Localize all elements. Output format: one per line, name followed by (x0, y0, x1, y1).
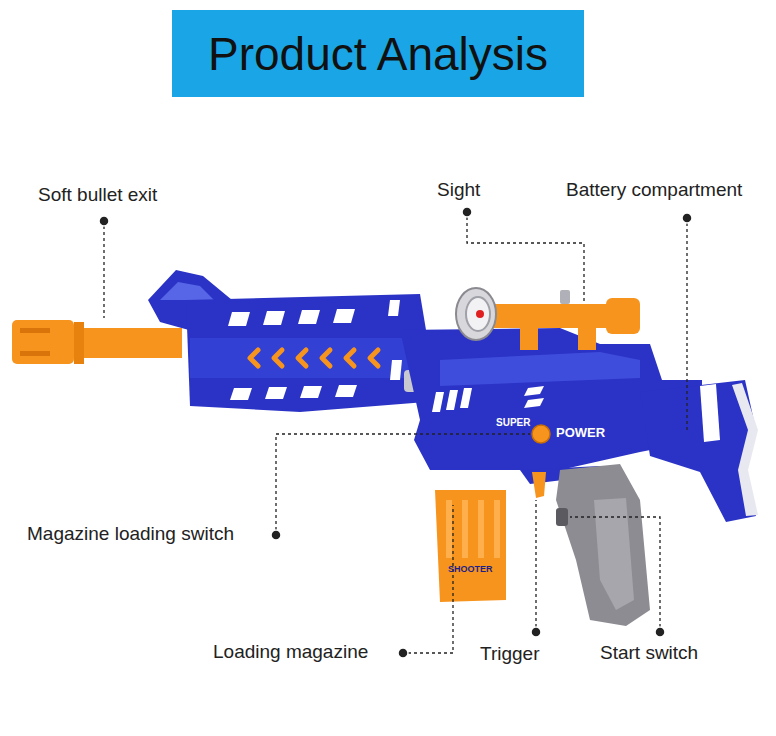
receiver-stripes (432, 386, 544, 412)
part-label: Start switch (600, 642, 698, 664)
stock-stripe (700, 384, 720, 442)
product-marking: SUPER (496, 417, 530, 429)
loading-switch-button (532, 425, 550, 443)
start-switch (556, 508, 568, 526)
grip-highlight (594, 498, 634, 610)
magazine-ribs (446, 500, 500, 558)
scope-mount (578, 326, 596, 350)
scope-dot (476, 310, 484, 318)
part-label: Soft bullet exit (38, 184, 157, 206)
butt-plate (732, 383, 758, 516)
product-marking: SHOOTER (448, 564, 493, 574)
scope-lens (456, 288, 496, 340)
scope-mount (520, 326, 538, 350)
muzzle (12, 320, 74, 364)
receiver-highlight (440, 352, 640, 386)
title-banner: Product Analysis (172, 10, 584, 97)
handguard (186, 294, 426, 412)
product-marking: POWER (556, 426, 605, 441)
chevrons (250, 350, 378, 366)
part-label: Sight (437, 179, 480, 201)
scope-eyepiece (606, 298, 640, 334)
scope-lens-ring (466, 297, 490, 331)
part-label: Trigger (480, 643, 539, 665)
leader-lines (104, 217, 687, 653)
magazine (435, 490, 506, 602)
part-label: Magazine loading switch (27, 523, 234, 545)
barrel (70, 328, 182, 358)
title-text: Product Analysis (208, 27, 548, 81)
part-label: Battery compartment (566, 179, 742, 201)
muzzle-slot (20, 328, 50, 333)
part-label: Loading magazine (213, 641, 368, 663)
scope-body (486, 304, 616, 328)
muzzle-slot (20, 351, 50, 356)
muzzle-ring (74, 322, 84, 364)
vent-holes (228, 300, 402, 400)
handguard-panel (190, 338, 426, 378)
trigger (532, 472, 546, 498)
front-sight-highlight (160, 282, 214, 300)
grip (556, 464, 650, 626)
scope-knob (560, 290, 570, 304)
leader-dots (99, 207, 692, 658)
